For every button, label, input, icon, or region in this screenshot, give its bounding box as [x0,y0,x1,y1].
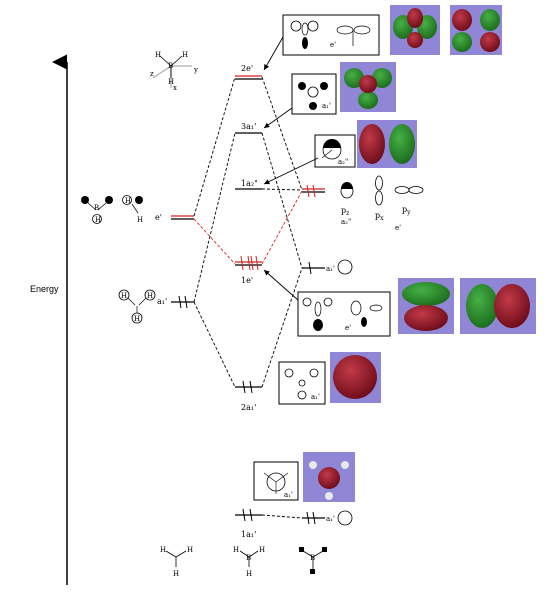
right-e-label: e' [395,224,401,232]
right-1s-orbital [337,510,353,526]
box-3a1-prime-sketch [298,82,328,110]
left-a1-h-1: H [121,292,127,300]
orbital-image-1e-a [398,278,454,334]
left-a1-label: a₁' [157,297,167,306]
bottom-center-h1: H [233,546,239,554]
axis-x-label: x [173,84,177,92]
inset-h-atom-1: H [155,51,161,59]
box-2a1-prime-sketch [284,368,319,400]
bottom-left-h1: H [160,546,166,554]
orbital-image-3a1 [340,62,396,112]
left-h-atom-4: H [137,216,143,224]
orbital-image-1a1 [303,452,355,502]
left-a1-fragment [118,289,156,324]
orbital-image-2e-b [450,5,502,55]
orbital-image-a2 [357,120,417,168]
orbital-image-1e-b [460,278,536,334]
label-1e-prime: 1e' [241,276,253,285]
box-1e-prime-sketch [302,297,383,331]
left-a1-h-2: H [147,292,153,300]
right-2s-orbital [337,259,353,275]
box-a2-arrow [263,157,319,185]
energy-axis-label: Energy [30,284,59,294]
box-2e-prime-sketch [290,20,371,49]
right-pz-orbital [340,182,354,199]
right-p-marks [306,184,316,198]
bottom-center-b: B [246,554,251,562]
left-h-atom-1: H [83,197,89,205]
right-1s-electrons [306,511,316,525]
left-b-atom-1: B [94,204,99,212]
box-a2-sketch [321,139,342,160]
correlation-lines [193,76,303,519]
bottom-molecule-center [239,550,259,567]
left-a1-electrons [178,295,188,309]
box-2e-prime-label: e' [330,41,336,49]
right-px-label: px [375,211,384,222]
label-2a1-prime: 2a₁' [241,403,256,412]
bottom-center-h2: H [259,546,265,554]
right-1s-label: a₁' [326,515,335,523]
left-h-atom-2: H [95,216,101,224]
right-py-orbital [394,186,424,194]
right-a2-label: a₂" [341,218,351,226]
box-1e-prime-label: e' [345,324,351,332]
box-2e-prime-arrow [263,36,284,71]
orbital-image-2e-a [390,5,440,55]
label-1a2-doubleprime: 1a₂" [241,179,258,188]
box-1a1-prime-sketch [263,472,289,494]
bottom-left-h3: H [173,570,179,578]
orbital-image-2a1 [330,352,381,403]
bottom-molecule-right [299,547,327,574]
label-2e-prime: 2e' [241,64,253,73]
box-a2-label: a₂" [338,158,348,166]
mo-electrons [240,255,259,522]
label-3a1-prime: 3a₁' [241,122,256,131]
box-3a1-prime-arrow [263,107,293,129]
left-e-fragment [81,195,143,224]
right-pz-label: pz [341,206,349,217]
left-h-atom-3: H [125,197,131,205]
inset-b-atom: B [168,62,173,70]
box-1e-prime [297,291,391,337]
axis-z-label: z [150,70,154,78]
right-px-orbital [375,175,383,206]
right-py-label: py [402,205,411,216]
bottom-left-h2: H [187,546,193,554]
box-3a1-prime-label: a₁' [322,102,331,110]
box-1e-prime-arrow [263,269,299,301]
mo-levels [235,75,262,516]
right-2s-electron [308,261,312,275]
inset-h-atom-2: H [182,51,188,59]
axis-y-label: y [193,66,198,74]
right-a1-label: a₁' [326,265,335,273]
left-a1-h-3: H [134,315,140,323]
box-1a1-prime-label: a₁' [284,491,293,499]
box-2a1-prime-label: a₁' [311,393,320,401]
left-e-label: e' [155,213,162,222]
bottom-molecule-left [165,550,187,567]
bottom-right-b: B [310,554,315,562]
label-1a1-prime: 1a₁' [241,530,256,539]
inset-h-atom-3: H [168,78,174,86]
coordinate-axes-inset [152,55,192,88]
bottom-center-h3: H [246,570,252,578]
